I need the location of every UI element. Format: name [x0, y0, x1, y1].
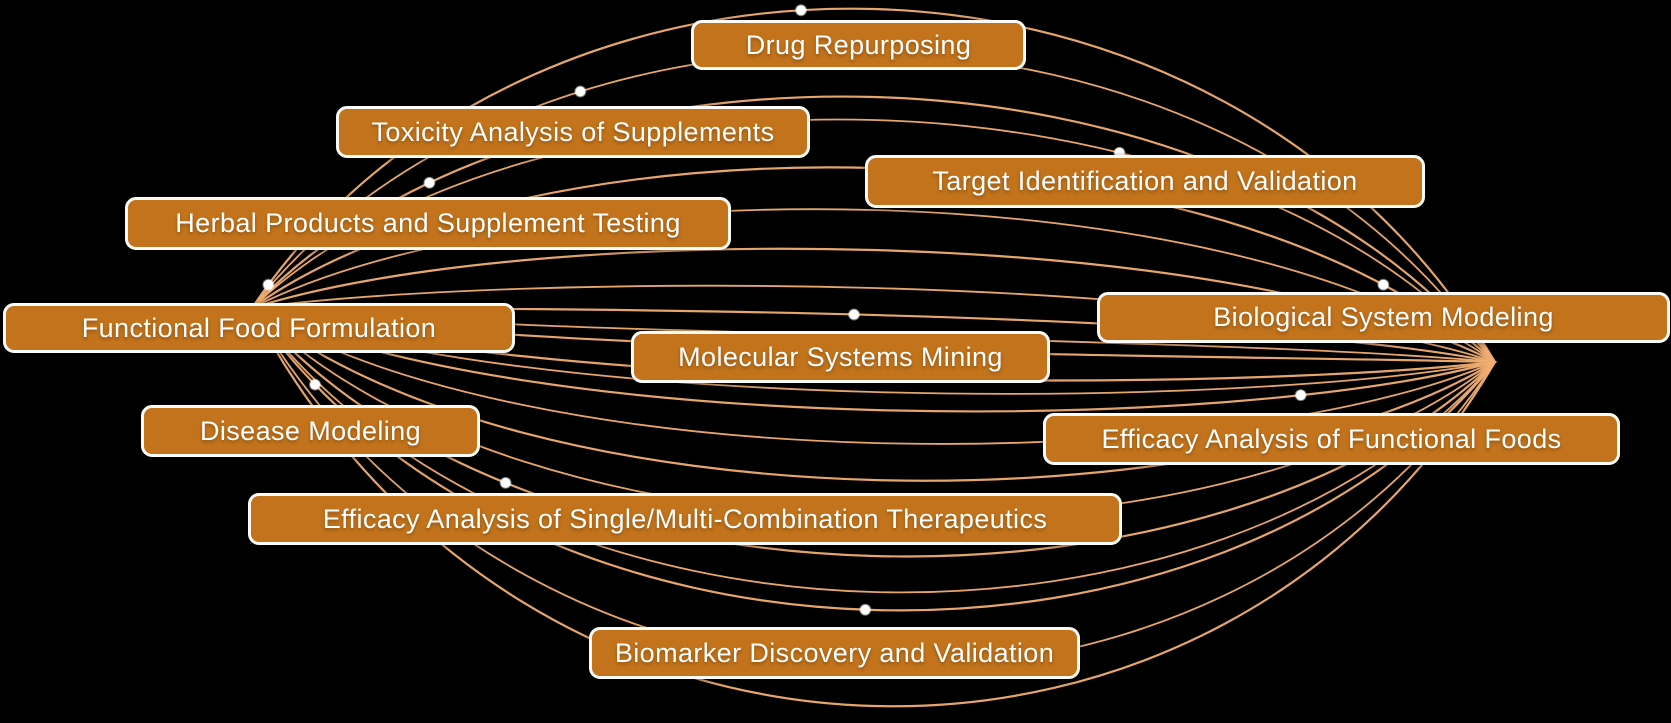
orbit-dot [1294, 389, 1307, 402]
node-target-identification-and-validation: Target Identification and Validation [865, 155, 1425, 208]
orbit-dot [795, 4, 808, 17]
node-disease-modeling: Disease Modeling [141, 405, 480, 457]
orbit-dot [262, 278, 275, 291]
node-herbal-products-and-supplement-testing: Herbal Products and Supplement Testing [125, 197, 731, 250]
node-functional-food-formulation: Functional Food Formulation [3, 303, 515, 353]
orbit-dot [859, 603, 872, 616]
node-efficacy-analysis-of-functional-foods: Efficacy Analysis of Functional Foods [1043, 413, 1620, 465]
node-biological-system-modeling: Biological System Modeling [1097, 292, 1670, 343]
node-biomarker-discovery-and-validation: Biomarker Discovery and Validation [589, 627, 1080, 679]
node-molecular-systems-mining: Molecular Systems Mining [631, 331, 1050, 383]
orbit-dot [499, 476, 512, 489]
orbit-dot [848, 308, 861, 321]
node-efficacy-analysis-of-single-multi-combination-therapeutics: Efficacy Analysis of Single/Multi-Combin… [248, 493, 1122, 545]
node-toxicity-analysis-of-supplements: Toxicity Analysis of Supplements [336, 106, 810, 158]
orbit-dot [309, 378, 322, 391]
orbit-dot [423, 176, 436, 189]
orbit-dot [574, 85, 587, 98]
orbit-dot [1377, 278, 1390, 291]
orbit-path [251, 306, 1496, 382]
node-drug-repurposing: Drug Repurposing [691, 20, 1026, 70]
